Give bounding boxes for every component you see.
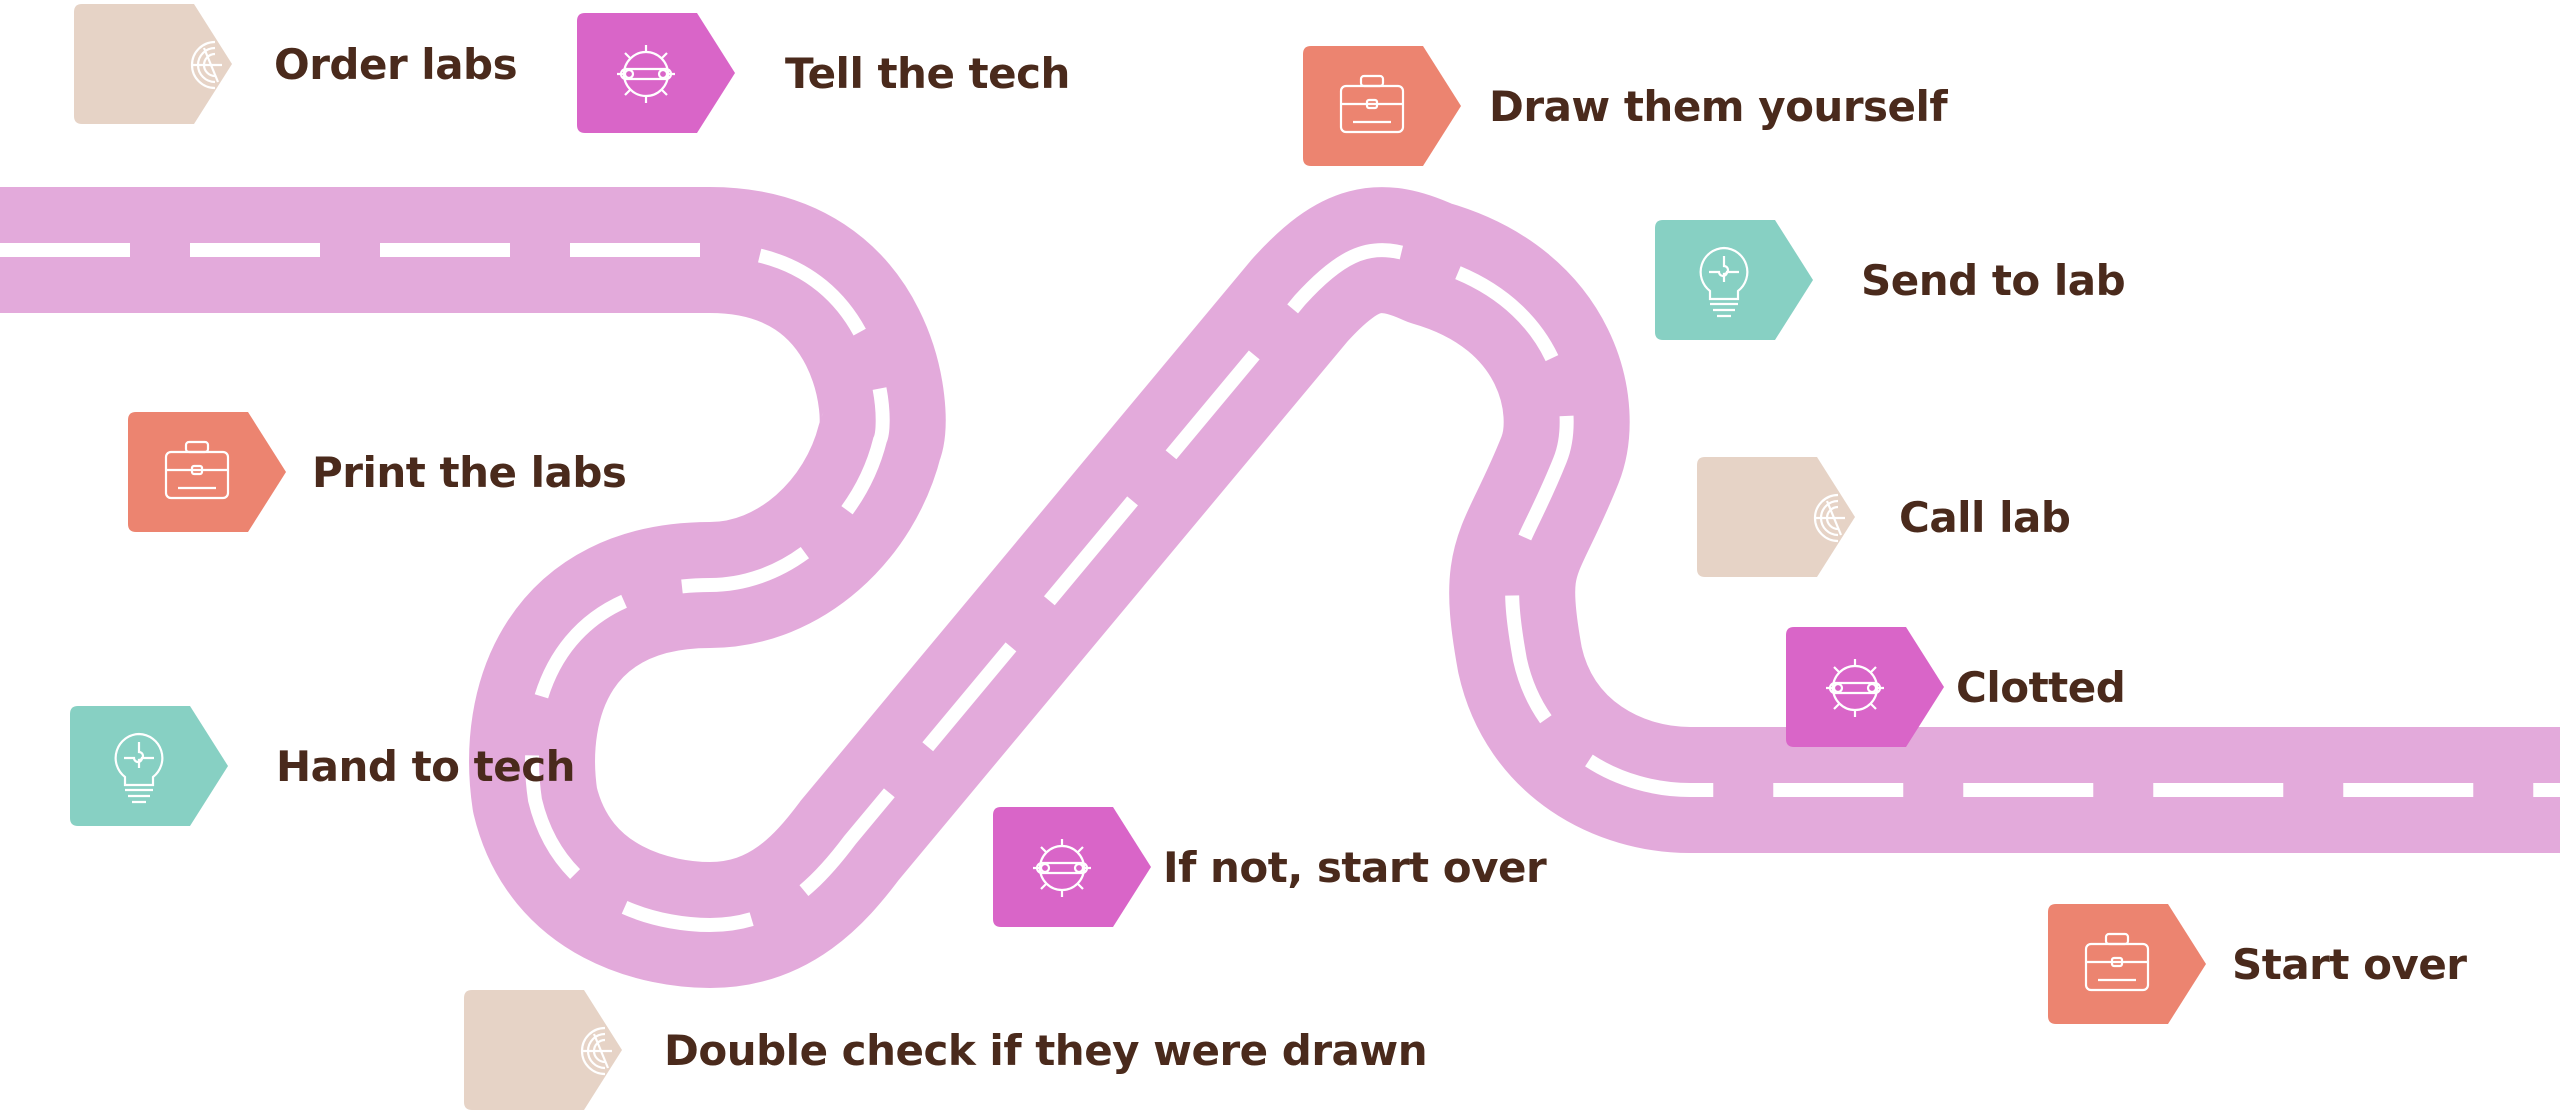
gear-wrench-icon <box>617 45 675 103</box>
step-label: Hand to tech <box>276 741 576 791</box>
radar-icon <box>190 40 222 90</box>
step-label: Double check if they were drawn <box>664 1025 1428 1075</box>
step-send-to-lab: Send to lab <box>1655 220 2126 340</box>
step-tag <box>1655 220 1813 340</box>
step-double-check: Double check if they were drawn <box>464 990 1428 1110</box>
step-label: Start over <box>2232 939 2467 989</box>
step-start-over: Start over <box>2048 904 2467 1024</box>
step-label: If not, start over <box>1163 842 1547 892</box>
briefcase-icon <box>2084 932 2150 992</box>
step-tag <box>70 706 228 826</box>
step-hand-to-tech: Hand to tech <box>70 706 576 826</box>
step-tag <box>993 807 1151 927</box>
step-if-not-start-over: If not, start over <box>993 807 1547 927</box>
step-tell-the-tech: Tell the tech <box>577 13 1070 133</box>
step-tag <box>1786 627 1944 747</box>
step-label: Call lab <box>1899 492 2071 542</box>
step-label: Draw them yourself <box>1489 81 1948 131</box>
briefcase-icon <box>164 440 230 500</box>
step-label: Order labs <box>274 39 518 89</box>
step-tag <box>74 4 232 124</box>
step-order-labs: Order labs <box>74 4 518 124</box>
step-tag <box>1303 46 1461 166</box>
gear-wrench-icon <box>1826 659 1884 717</box>
step-call-lab: Call lab <box>1697 457 2071 577</box>
step-label: Tell the tech <box>785 48 1070 98</box>
lightbulb-puzzle-icon <box>114 732 164 804</box>
step-label: Clotted <box>1956 662 2126 712</box>
step-tag <box>577 13 735 133</box>
gear-wrench-icon <box>1033 839 1091 897</box>
step-tag <box>464 990 622 1110</box>
step-tag <box>128 412 286 532</box>
briefcase-icon <box>1339 74 1405 134</box>
step-print-the-labs: Print the labs <box>128 412 627 532</box>
step-draw-them-yourself: Draw them yourself <box>1303 46 1948 166</box>
lightbulb-puzzle-icon <box>1699 246 1749 318</box>
road-center-dashes <box>0 243 2560 933</box>
step-tag <box>1697 457 1855 577</box>
step-label: Send to lab <box>1861 255 2126 305</box>
step-label: Print the labs <box>312 447 627 497</box>
radar-icon <box>580 1026 612 1076</box>
radar-icon <box>1813 493 1845 543</box>
step-tag <box>2048 904 2206 1024</box>
step-clotted: Clotted <box>1786 627 2126 747</box>
